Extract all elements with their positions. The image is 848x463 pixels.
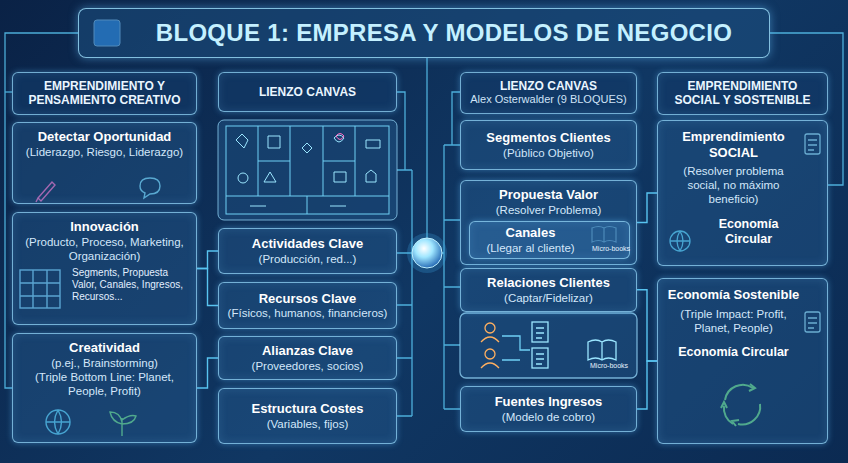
concept-box: Estructura Costes(Variables, fijos) bbox=[218, 388, 397, 444]
node-text: (Modelo de cobro) bbox=[502, 410, 595, 424]
column-header: EMPRENDIMIENTO Y PENSAMIENTO CREATIVO bbox=[12, 72, 197, 115]
node-text: Segments, Propuesta Valor, Canales, Ingr… bbox=[20, 267, 189, 303]
node-text: (Triple Impact: Profit, Planet, People) bbox=[666, 307, 801, 335]
connector bbox=[197, 358, 218, 388]
center-orb bbox=[407, 233, 447, 273]
concept-box: Recursos Clave(Físicos, humanos, financi… bbox=[218, 282, 397, 329]
sub-box: Canales(Llegar al cliente) bbox=[469, 221, 630, 259]
concept-box: Economía Sostenible (Triple Impact: Profi… bbox=[657, 278, 828, 444]
node-text: Segmentos Clientes bbox=[486, 130, 610, 146]
icon-caption: Micro-books bbox=[590, 362, 628, 369]
connector bbox=[637, 290, 657, 361]
icon-caption: Micro-books bbox=[592, 245, 630, 252]
node-text: LIENZO CANVAS bbox=[259, 85, 356, 99]
node-text: Economía Sostenible bbox=[668, 287, 799, 303]
column-header: LIENZO CANVASAlex Osterwalder (9 BLOQUES… bbox=[460, 72, 637, 114]
diagram-title: BLOQUE 1: EMPRESA Y MODELOS DE NEGOCIO bbox=[156, 19, 732, 47]
node-text: LIENZO CANVAS bbox=[500, 79, 597, 93]
node-text: (Físicos, humanos, financieros) bbox=[228, 306, 388, 320]
node-text: Detectar Oportunidad bbox=[38, 129, 172, 145]
node-text: Actividades Clave bbox=[252, 236, 363, 252]
concept-box: Actividades Clave(Producción, red...) bbox=[218, 228, 397, 274]
canvas-illustration bbox=[218, 120, 397, 220]
connector bbox=[197, 269, 218, 306]
concept-box: Alianzas Clave(Proveedores, socios) bbox=[218, 336, 397, 380]
node-text: EMPRENDIMIENTO Y PENSAMIENTO CREATIVO bbox=[20, 79, 189, 108]
concept-box: Propuesta Valor(Resolver Problema) Canale… bbox=[460, 180, 637, 265]
node-text: (Captar/Fidelizar) bbox=[504, 291, 593, 305]
node-text: Emprendimiento SOCIAL bbox=[666, 129, 801, 160]
node-text: Recursos Clave bbox=[259, 291, 357, 307]
node-text: (Triple Bottom Line: Planet, People, Pro… bbox=[20, 370, 189, 398]
node-text: (p.ej., Brainstorming) bbox=[51, 356, 158, 370]
concept-box: Innovación(Producto, Proceso, Marketing,… bbox=[12, 212, 197, 325]
concept-box: Relaciones Clientes(Captar/Fidelizar) bbox=[460, 268, 637, 312]
node-text: Estructura Costes bbox=[252, 401, 364, 417]
concept-box: Creatividad(p.ej., Brainstorming)(Triple… bbox=[12, 333, 197, 443]
node-text: (Proveedores, socios) bbox=[252, 359, 364, 373]
node-text: Canales bbox=[506, 225, 556, 241]
concept-box: Fuentes Ingresos(Modelo de cobro) bbox=[460, 386, 637, 432]
node-text: (Liderazgo, Riesgo, Liderazgo) bbox=[26, 145, 183, 159]
node-text: Alex Osterwalder (9 BLOQUES) bbox=[470, 93, 627, 106]
node-text: (Resolver problema social, no máximo ben… bbox=[666, 164, 801, 206]
node-text: (Producción, red...) bbox=[259, 252, 357, 266]
node-text: Alianzas Clave bbox=[262, 343, 353, 359]
connector bbox=[637, 193, 657, 223]
col3-icon-panel bbox=[460, 313, 637, 378]
connector bbox=[637, 361, 657, 409]
node-text: Economía Circular bbox=[678, 345, 788, 360]
node-text: Innovación bbox=[70, 219, 139, 235]
node-text: (Resolver Problema) bbox=[496, 203, 601, 217]
node-text: Relaciones Clientes bbox=[487, 275, 610, 291]
concept-box: Detectar Oportunidad(Liderazgo, Riesgo, … bbox=[12, 122, 197, 204]
node-text: (Variables, fijos) bbox=[267, 417, 349, 431]
node-text: Economía Circular bbox=[666, 217, 801, 247]
node-text: Fuentes Ingresos bbox=[495, 394, 603, 410]
frame-wires bbox=[5, 33, 843, 416]
title-band: BLOQUE 1: EMPRESA Y MODELOS DE NEGOCIO bbox=[78, 8, 770, 58]
node-text: EMPRENDIMIENTO SOCIAL Y SOSTENIBLE bbox=[665, 79, 820, 108]
node-text: (Producto, Proceso, Marketing, Organizac… bbox=[20, 235, 189, 263]
concept-box: Segmentos Clientes(Público Objetivo) bbox=[460, 120, 637, 170]
column-header: LIENZO CANVAS bbox=[218, 72, 397, 112]
connector bbox=[197, 251, 218, 269]
column-header: EMPRENDIMIENTO SOCIAL Y SOSTENIBLE bbox=[657, 72, 828, 115]
node-text: (Público Objetivo) bbox=[503, 146, 594, 160]
node-text: (Llegar al cliente) bbox=[486, 241, 574, 255]
concept-box: Emprendimiento SOCIAL (Resolver problema … bbox=[657, 120, 828, 266]
node-text: Creatividad bbox=[69, 340, 140, 356]
node-text: Propuesta Valor bbox=[499, 187, 598, 203]
